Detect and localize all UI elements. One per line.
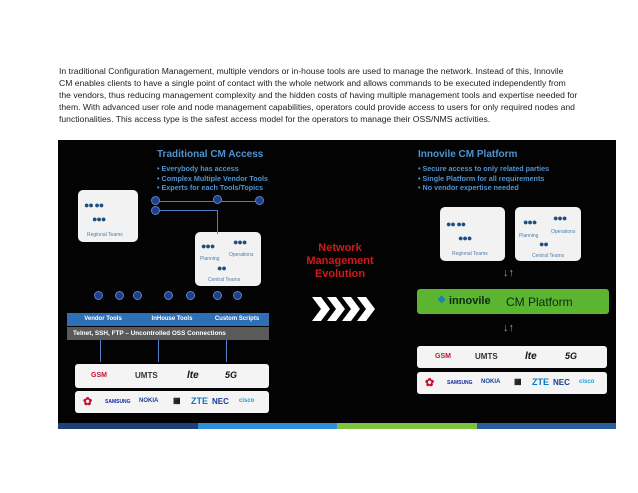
central-teams-tile: ●●● ●●● Planning Operations ●● Central T… <box>515 207 581 261</box>
huawei-logo-icon: ✿ <box>425 377 435 389</box>
innovile-logo-icon: ❖ <box>437 295 446 306</box>
traditional-bullet: Everybody has access <box>157 164 268 174</box>
nec-logo: NEC <box>212 397 229 406</box>
huawei-logo-icon: ✿ <box>83 396 93 408</box>
bottom-color-bar <box>58 423 616 429</box>
fiveg-logo: 5G <box>225 370 238 380</box>
people-icon: ●● ●● <box>84 200 104 210</box>
network-node <box>213 291 222 300</box>
connection-line <box>217 210 218 234</box>
network-node <box>151 206 160 215</box>
people-icon: ●● <box>217 263 227 273</box>
traditional-bullets: Everybody has access Complex Multiple Ve… <box>157 164 269 193</box>
connection-line <box>100 340 101 362</box>
connection-line <box>157 201 257 202</box>
evolution-line: Network <box>318 242 362 254</box>
umts-label: UMTS <box>475 352 498 361</box>
gsm-logo: GSM <box>435 353 451 360</box>
innovile-cm-title: Innovile CM Platform <box>418 149 518 160</box>
samsung-logo: SAMSUNG <box>447 380 473 386</box>
innovile-bullets: Secure access to only related parties Si… <box>418 164 550 193</box>
network-node <box>133 291 142 300</box>
network-management-evolution: Network Management Evolution <box>298 242 382 281</box>
traditional-cm-title: Traditional CM Access <box>157 149 264 160</box>
technology-strip: GSM UMTS lte 5G <box>417 346 607 368</box>
network-node <box>255 196 264 205</box>
blackberry-logo-icon: ▦ <box>173 396 181 405</box>
regional-teams-tile: ●● ●● ●●● Regional Teams <box>440 207 505 261</box>
central-teams-tile: ●●● ●●● Planning Operations ●● Central T… <box>195 232 261 286</box>
people-icon: ●●● <box>233 237 247 247</box>
traditional-bullet: Complex Multiple Vendor Tools <box>157 174 269 184</box>
cisco-logo: cisco <box>239 398 255 404</box>
regional-teams-label: Regional Teams <box>452 251 488 257</box>
umts-label: UMTS <box>135 371 158 380</box>
updown-arrow-icon: ↓↑ <box>503 322 514 334</box>
network-node <box>94 291 103 300</box>
zte-logo: ZTE <box>532 377 549 387</box>
zte-logo: ZTE <box>191 396 208 406</box>
updown-arrow-icon: ↓↑ <box>503 267 514 279</box>
chevron-arrow-icon <box>312 297 375 321</box>
traditional-bullet: Experts for each Tools/Topics <box>157 183 268 193</box>
network-node <box>213 195 222 204</box>
people-icon: ●●● <box>92 214 106 224</box>
gsm-logo: GSM <box>91 372 107 379</box>
evolution-line: Evolution <box>314 268 366 280</box>
operations-label: Operations <box>229 252 254 258</box>
network-node <box>233 291 242 300</box>
innovile-bullet: Secure access to only related parties <box>418 164 550 174</box>
planning-label: Planning <box>200 256 220 262</box>
fiveg-logo: 5G <box>565 351 578 361</box>
connection-line <box>226 340 227 362</box>
nec-logo: NEC <box>553 378 570 387</box>
color-segment <box>337 423 477 429</box>
technology-strip: GSM UMTS lte 5G <box>75 364 269 388</box>
connection-line <box>157 210 217 211</box>
innovile-brand: innovile <box>449 295 491 307</box>
central-teams-label: Central Teams <box>532 253 565 259</box>
color-segment <box>197 423 337 429</box>
people-icon: ●●● <box>201 241 215 251</box>
lte-logo: lte <box>187 370 199 381</box>
network-node <box>164 291 173 300</box>
nokia-logo: NOKIA <box>481 379 501 385</box>
connection-line <box>158 340 159 362</box>
evolution-line: Management <box>306 255 374 267</box>
intro-paragraph: In traditional Configuration Management,… <box>59 65 578 125</box>
cm-platform-label: CM Platform <box>506 295 573 309</box>
network-node <box>186 291 195 300</box>
lte-logo: lte <box>525 351 537 362</box>
nokia-logo: NOKIA <box>139 398 159 404</box>
planning-label: Planning <box>519 233 539 239</box>
people-icon: ●● ●● <box>446 219 466 229</box>
color-segment <box>58 423 198 429</box>
vendor-strip: ✿ SAMSUNG NOKIA ▦ ZTE NEC cisco <box>417 372 607 394</box>
regional-teams-tile: ●● ●● ●●● Regional Teams <box>78 190 138 242</box>
network-node <box>115 291 124 300</box>
custom-scripts-tag: Custom Scripts <box>205 313 269 326</box>
vendor-strip: ✿ SAMSUNG NOKIA ▦ ZTE NEC cisco <box>75 391 269 413</box>
people-icon: ●●● <box>553 213 567 223</box>
inhouse-tools-tag: InHouse Tools <box>139 313 205 326</box>
samsung-logo: SAMSUNG <box>105 399 131 405</box>
innovile-cm-platform-bar: ❖ innovile CM Platform <box>417 289 609 314</box>
color-segment <box>476 423 616 429</box>
central-teams-label: Central Teams <box>208 277 241 283</box>
innovile-bullet: No vendor expertise needed <box>418 183 549 193</box>
operations-label: Operations <box>551 229 576 235</box>
cisco-logo: cisco <box>579 379 595 385</box>
people-icon: ●● <box>539 239 549 249</box>
innovile-bullet: Single Platform for all requirements <box>418 174 549 184</box>
uncontrolled-connections-bar: Telnet, SSH, FTP – Uncontrolled OSS Conn… <box>67 327 269 340</box>
regional-teams-label: Regional Teams <box>87 232 123 238</box>
vendor-tools-tag: Vendor Tools <box>67 313 139 326</box>
people-icon: ●●● <box>458 233 472 243</box>
people-icon: ●●● <box>523 217 537 227</box>
blackberry-logo-icon: ▦ <box>514 377 522 386</box>
network-node <box>151 196 160 205</box>
